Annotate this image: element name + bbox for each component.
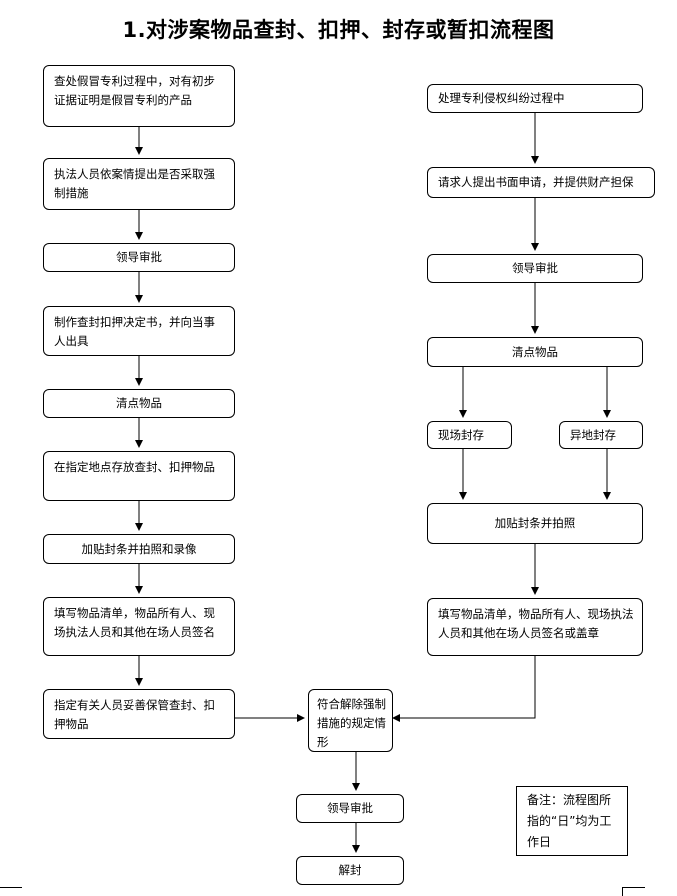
condition-step: 符合解除强制措施的规定情形 (308, 689, 393, 752)
bottom-approve: 领导审批 (296, 794, 404, 823)
left-step-3: 领导审批 (43, 243, 235, 272)
right-step-onsite: 现场封存 (427, 421, 512, 449)
left-step-7: 加贴封条并拍照和录像 (43, 534, 235, 564)
page-corner-mark-left (0, 887, 22, 896)
left-step-5: 清点物品 (43, 389, 235, 418)
note-box: 备注：流程图所指的“日”均为工作日 (516, 786, 628, 856)
right-step-approve: 领导审批 (427, 254, 643, 283)
left-step-6: 在指定地点存放查封、扣押物品 (43, 451, 235, 501)
page-title: 1.对涉案物品查封、扣押、封存或暂扣流程图 (122, 18, 555, 42)
left-step-9: 指定有关人员妥善保管查封、扣押物品 (43, 689, 235, 739)
right-step-count: 清点物品 (427, 337, 643, 367)
right-step-list: 填写物品清单，物品所有人、现场执法人员和其他在场人员签名或盖章 (427, 598, 643, 656)
right-step-start: 处理专利侵权纠纷过程中 (427, 84, 643, 113)
left-step-1: 查处假冒专利过程中，对有初步证据证明是假冒专利的产品 (43, 65, 235, 127)
arrow-right-to-condition (392, 656, 536, 722)
left-step-4: 制作查封扣押决定书，并向当事人出具 (43, 306, 235, 356)
right-step-request: 请求人提出书面申请，并提供财产担保 (427, 167, 655, 198)
left-step-2: 执法人员依案情提出是否采取强制措施 (43, 158, 235, 210)
right-step-offsite: 异地封存 (559, 421, 643, 449)
right-step-seal: 加贴封条并拍照 (427, 503, 643, 544)
page-corner-mark-right (622, 887, 645, 896)
bottom-release: 解封 (296, 856, 404, 885)
left-step-8: 填写物品清单，物品所有人、现场执法人员和其他在场人员签名 (43, 597, 235, 656)
